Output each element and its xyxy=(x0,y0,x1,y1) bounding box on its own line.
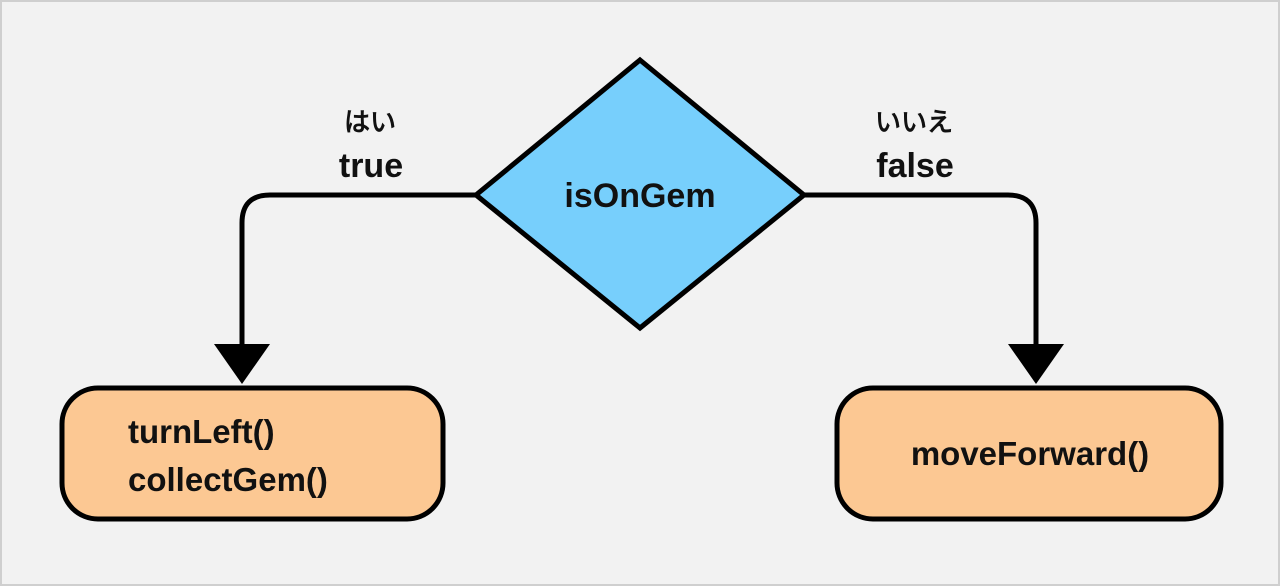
false-branch-arrowhead xyxy=(1008,344,1064,384)
false-branch-label-jp: いいえ xyxy=(875,108,953,138)
false-action-line-1: moveForward() xyxy=(911,435,1149,472)
false-action-box xyxy=(834,385,1224,522)
true-branch-label-jp: はい xyxy=(344,108,396,138)
false-branch-connector xyxy=(804,192,1039,352)
false-branch-label-en: false xyxy=(876,147,954,185)
true-branch-label-en: true xyxy=(339,147,403,185)
true-branch-connector xyxy=(239,192,476,352)
decision-label: isOnGem xyxy=(564,177,715,215)
true-action-line-1: turnLeft() xyxy=(128,413,275,450)
true-action-box xyxy=(59,385,446,522)
decision-diamond xyxy=(472,56,808,332)
true-action-line-2: collectGem() xyxy=(128,461,328,498)
true-branch-arrowhead xyxy=(214,344,270,384)
